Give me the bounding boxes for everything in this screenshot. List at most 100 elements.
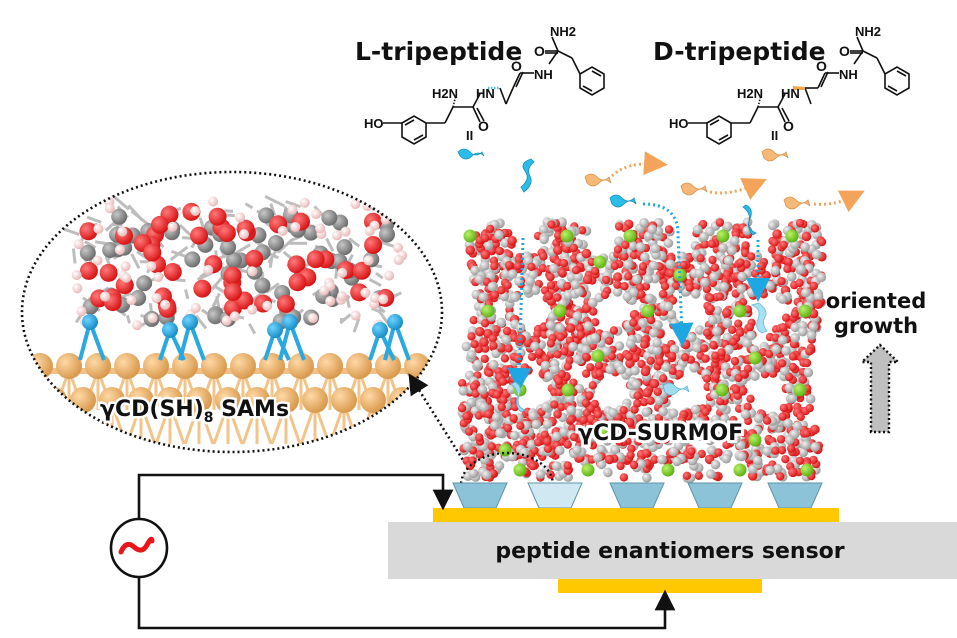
oxygen-atom [488, 334, 498, 343]
hydrogen-atom [315, 223, 326, 234]
l-path-arrow [507, 237, 532, 392]
oxygen-atom [707, 239, 716, 249]
oxygen-atom [99, 263, 118, 282]
hydrogen-atom [104, 203, 115, 214]
oxygen-atom [582, 369, 591, 378]
carbon-atom [102, 241, 119, 258]
gold-bond [38, 403, 56, 445]
oxygen-atom [563, 281, 572, 291]
oxygen-atom [810, 224, 820, 233]
oxygen-atom [514, 255, 524, 264]
oxygen-atom [558, 268, 567, 277]
carbon-atom [712, 326, 722, 337]
hydrogen-atom [287, 204, 298, 215]
oxygen-atom [579, 436, 588, 445]
potassium-atom [623, 229, 637, 243]
cd-bond [83, 240, 97, 249]
d-atom-o-mid: O [816, 58, 827, 74]
oxygen-atom [788, 362, 798, 372]
oxygen-atom [637, 290, 646, 299]
oxygen-atom [741, 241, 750, 250]
oxygen-atom [563, 440, 572, 449]
carbon-atom [551, 431, 562, 442]
oxygen-atom [288, 273, 307, 292]
cd-bond [268, 256, 274, 268]
carbon-atom [700, 277, 710, 288]
oxygen-atom [715, 292, 725, 301]
carbon-atom [731, 434, 741, 444]
carbon-atom [694, 268, 705, 279]
oxygen-atom [193, 279, 212, 298]
oxygen-atom [581, 352, 591, 362]
oxygen-atom [613, 272, 623, 282]
carbon-atom [665, 259, 676, 270]
l-peptide-token-icon [742, 204, 757, 236]
carbon-atom [670, 318, 680, 329]
oxygen-atom [634, 437, 643, 446]
gold-atom [41, 387, 67, 413]
cd-bond [235, 243, 251, 255]
oxygen-atom [624, 417, 635, 428]
gold-atom [201, 353, 227, 379]
carbon-atom [581, 345, 591, 355]
oxygen-atom [621, 240, 630, 250]
cd-anchors [452, 482, 823, 509]
cd-bond [194, 314, 208, 330]
oxygen-atom [486, 224, 495, 234]
carbon-atom [491, 412, 502, 422]
carbon-atom [590, 333, 600, 343]
oxygen-atom [557, 402, 566, 412]
oxygen-atom [579, 415, 588, 425]
carbon-atom [816, 272, 827, 283]
cd-bond [339, 313, 352, 325]
d-atom-nh: NH [839, 67, 858, 82]
d-path-arrow [610, 151, 668, 178]
oxygen-atom [527, 352, 537, 362]
carbon-atom [710, 459, 721, 470]
carbon-atom [468, 468, 479, 479]
oxygen-atom [655, 357, 664, 366]
carbon-atom [644, 293, 655, 304]
oxygen-atom [711, 372, 720, 381]
oxygen-atom [729, 415, 738, 425]
oxygen-atom [717, 348, 726, 357]
sam-inset-border [20, 170, 444, 454]
d-peptide-token-icon [584, 173, 612, 187]
oxygen-atom [487, 442, 496, 451]
oxygen-atom [306, 250, 325, 269]
carbon-atom [658, 406, 668, 417]
cd-bond [325, 237, 335, 252]
ac-circuit [109, 473, 676, 630]
carbon-atom [796, 264, 806, 274]
potassium-atom [591, 349, 605, 363]
carbon-atom [787, 271, 797, 282]
gold-bond [415, 369, 433, 411]
carbon-atom [336, 239, 353, 256]
oxygen-atom [560, 347, 569, 356]
gold-bond [24, 369, 42, 411]
oxygen-atom [706, 293, 715, 303]
oxygen-atom [547, 220, 556, 229]
oxygen-atom [465, 245, 476, 256]
carbon-atom [638, 318, 648, 328]
oxygen-atom [809, 455, 818, 465]
hydrogen-atom [396, 197, 407, 208]
carbon-atom [663, 238, 674, 248]
carbon-atom [692, 224, 703, 235]
carbon-atom [767, 220, 778, 231]
carbon-atom [672, 456, 682, 467]
oxygen-atom [553, 410, 562, 419]
carbon-atom [608, 407, 618, 418]
oxygen-atom [730, 356, 740, 366]
oxygen-atom [680, 339, 691, 350]
cd-anchor [452, 482, 508, 509]
oxygen-atom [638, 262, 648, 271]
oxygen-atom [502, 326, 512, 336]
cd-bond [71, 248, 77, 264]
oxygen-atom [503, 423, 513, 433]
l-atom-hn: HN [476, 86, 495, 101]
oxygen-atom [642, 448, 651, 458]
oxygen-atom [777, 359, 787, 368]
oxygen-atom [471, 389, 480, 398]
oxygen-atom [701, 354, 710, 363]
